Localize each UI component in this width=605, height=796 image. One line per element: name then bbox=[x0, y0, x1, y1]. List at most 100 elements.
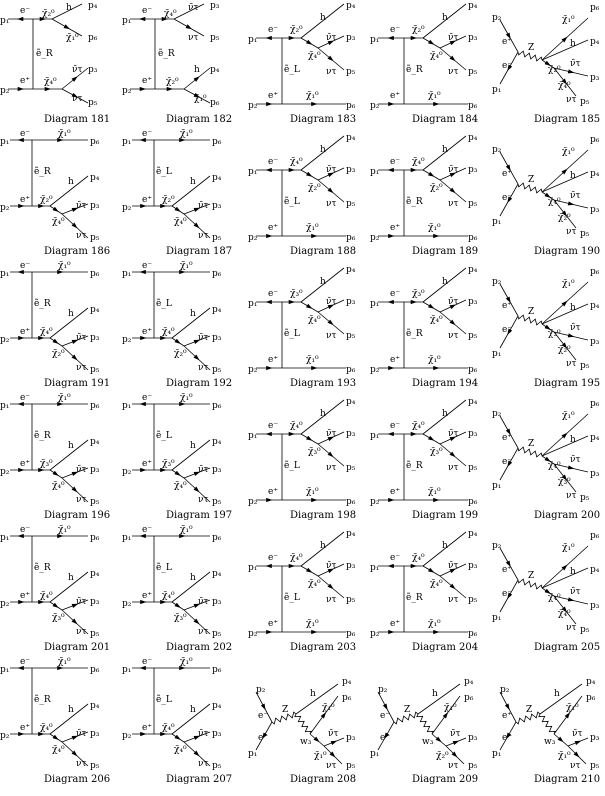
arrow-icon bbox=[52, 734, 59, 740]
diagram-caption: Diagram 196 bbox=[44, 510, 110, 521]
arrow-icon bbox=[410, 431, 417, 437]
particle-label: χ̃₁⁰ bbox=[558, 750, 571, 761]
arrow-icon bbox=[57, 665, 64, 671]
particle-label: χ̃₄⁰ bbox=[290, 420, 303, 431]
diagram-caption: Diagram 183 bbox=[290, 114, 356, 125]
particle-label: e⁺ bbox=[142, 591, 152, 601]
feynman-diagram: p₁p₂e⁻e⁺ẽ_Lχ̃₁⁰χ̃₄⁰χ̃₄⁰hν̄τντp₆p₄p₃p₅Dia… bbox=[122, 656, 232, 785]
particle-label: e⁻ bbox=[380, 733, 390, 743]
arrow-icon bbox=[388, 497, 395, 503]
momentum-label: p₁ bbox=[248, 563, 257, 573]
arrow-icon bbox=[544, 192, 551, 198]
momentum-label: p₅ bbox=[346, 595, 356, 605]
particle-label: χ̃₁⁰ bbox=[66, 32, 79, 43]
momentum-label: p₅ bbox=[90, 497, 100, 507]
particle-label: ẽ_L bbox=[284, 592, 300, 603]
arrow-icon bbox=[57, 401, 64, 407]
particle-label: χ̃₁⁰ bbox=[322, 702, 335, 713]
particle-label: e⁺ bbox=[502, 711, 512, 721]
momentum-label: p₄ bbox=[346, 133, 356, 143]
arrow-icon bbox=[38, 599, 45, 605]
feynman-diagram: p₁p₂e⁻e⁺ẽ_Lχ̃₄⁰χ̃₂⁰χ̃₁⁰hν̄τντp₄p₃p₅p₆Dia… bbox=[248, 133, 356, 257]
particle-label: ν̄τ bbox=[76, 465, 86, 475]
arrow-icon bbox=[140, 731, 147, 737]
arrow-icon bbox=[561, 432, 568, 439]
particle-label: χ̃₁⁰ bbox=[180, 260, 193, 271]
outgoing-line bbox=[49, 703, 89, 735]
particle-label: h bbox=[194, 65, 200, 75]
outgoing-line bbox=[300, 531, 345, 567]
arrow-icon bbox=[17, 533, 24, 539]
particle-label: e⁻ bbox=[142, 393, 152, 403]
particle-label: χ̃₃⁰ bbox=[52, 612, 65, 623]
arrow-icon bbox=[311, 629, 318, 635]
arrow-icon bbox=[71, 207, 79, 212]
momentum-label: p₄ bbox=[342, 677, 352, 687]
momentum-label: p₄ bbox=[212, 701, 222, 711]
particle-label: e⁻ bbox=[20, 261, 30, 271]
particle-label: χ̃₁⁰ bbox=[444, 702, 457, 713]
arrow-icon bbox=[288, 35, 295, 41]
arrow-icon bbox=[160, 599, 167, 605]
outgoing-line bbox=[422, 399, 467, 435]
diagram-caption: Diagram 189 bbox=[412, 246, 478, 257]
arrow-icon bbox=[52, 470, 59, 476]
arrow-icon bbox=[288, 299, 295, 305]
arrow-icon bbox=[544, 588, 551, 594]
feynman-diagram: p₂p₁e⁺e⁻Zw₃χ̃₁⁰χ̃₁⁰hν̄τντp₄p₆p₃p₅Diagram… bbox=[492, 677, 600, 785]
outgoing-line bbox=[422, 267, 467, 303]
arrow-icon bbox=[139, 665, 146, 671]
arrow-icon bbox=[505, 560, 511, 568]
particle-label: e⁺ bbox=[502, 433, 512, 443]
momentum-label: p₂ bbox=[370, 497, 380, 507]
momentum-label: p₆ bbox=[346, 497, 356, 507]
momentum-label: p₆ bbox=[88, 33, 98, 43]
arrow-icon bbox=[311, 497, 318, 503]
arrow-icon bbox=[557, 736, 564, 743]
particle-label: ν̄τ bbox=[570, 191, 580, 201]
arrow-icon bbox=[306, 435, 313, 441]
particle-label: ντ bbox=[326, 67, 336, 77]
particle-label: ẽ_R bbox=[406, 196, 423, 207]
outgoing-line bbox=[49, 439, 89, 471]
arrow-icon bbox=[57, 533, 64, 539]
momentum-label: p₁ bbox=[370, 431, 379, 441]
arrow-icon bbox=[544, 456, 551, 462]
particle-label: χ̃₂⁰ bbox=[52, 348, 65, 359]
diagram-caption: Diagram 207 bbox=[166, 774, 232, 785]
particle-label: h bbox=[190, 177, 196, 187]
boson-label: w₃ bbox=[544, 737, 556, 747]
particle-label: e⁻ bbox=[502, 589, 512, 599]
arrow-icon bbox=[160, 731, 167, 737]
particle-label: ν̄τ bbox=[570, 323, 580, 333]
particle-label: χ̃₁⁰ bbox=[562, 542, 575, 553]
particle-label: ẽ_R bbox=[34, 166, 51, 177]
particle-label: h bbox=[68, 441, 74, 451]
arrow-icon bbox=[52, 338, 59, 344]
momentum-label: p₆ bbox=[346, 101, 356, 111]
feynman-diagram: p₂p₁e⁻e⁻Zw₃χ̃₁⁰χ̃₂⁰hν̄τντp₄p₆p₃p₅Diagram… bbox=[370, 677, 478, 785]
particle-label: χ̃₃⁰ bbox=[40, 458, 53, 469]
arrow-icon bbox=[311, 365, 318, 371]
particle-label: ν̄τ bbox=[76, 597, 86, 607]
momentum-label: p₄ bbox=[468, 133, 478, 143]
arrow-icon bbox=[311, 233, 318, 239]
momentum-label: p₄ bbox=[590, 37, 600, 47]
momentum-label: p₂ bbox=[122, 731, 132, 741]
particle-label: χ̃₂⁰ bbox=[430, 182, 443, 193]
momentum-label: p₅ bbox=[468, 67, 478, 77]
particle-label: ẽ_L bbox=[156, 562, 172, 573]
particle-label: ντ bbox=[198, 627, 208, 637]
particle-label: χ̃₄⁰ bbox=[430, 50, 443, 61]
diagram-caption: Diagram 187 bbox=[166, 246, 232, 257]
momentum-label: p₁ bbox=[370, 299, 379, 309]
arrow-icon bbox=[139, 137, 146, 143]
particle-label: h bbox=[442, 409, 448, 419]
arrow-icon bbox=[179, 269, 186, 275]
particle-label: ν̄τ bbox=[198, 729, 208, 739]
arrow-icon bbox=[449, 304, 457, 310]
momentum-label: p₁ bbox=[370, 563, 379, 573]
particle-label: χ̃₁⁰ bbox=[566, 702, 579, 713]
arrow-icon bbox=[449, 172, 457, 178]
momentum-label: p₄ bbox=[212, 173, 222, 183]
